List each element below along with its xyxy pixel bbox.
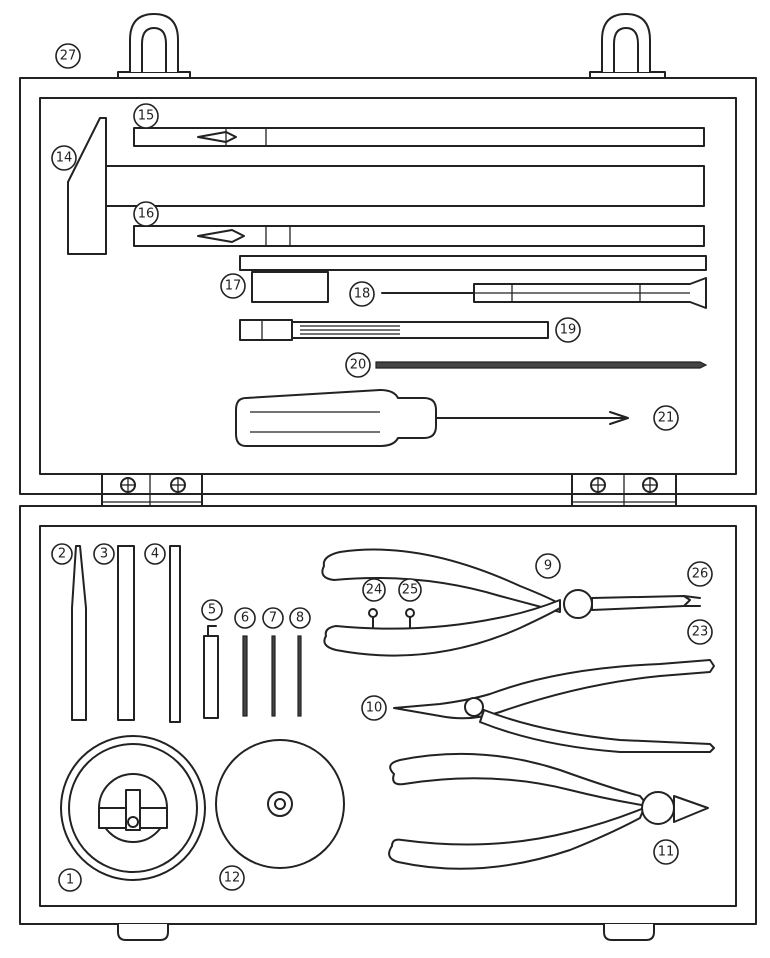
bit-7 (271, 635, 276, 717)
file-16 (133, 225, 705, 247)
screwdriver-18 (381, 277, 707, 309)
tool-4 (169, 545, 181, 723)
callout-14: 14 (51, 145, 77, 171)
case-feet (117, 923, 655, 941)
callout-label: 12 (224, 871, 241, 886)
screw-icon (590, 477, 606, 493)
cutters-11 (388, 752, 709, 870)
callout-label: 2 (58, 547, 66, 562)
callout-label: 7 (269, 611, 277, 626)
callout-3: 3 (93, 543, 115, 565)
callout-label: 10 (366, 701, 383, 716)
callout-11: 11 (653, 839, 679, 865)
tool-2 (71, 545, 87, 721)
callout-15: 15 (133, 103, 159, 129)
callout-19: 19 (555, 317, 581, 343)
case-handle-left (117, 13, 191, 79)
callout-27: 27 (55, 43, 81, 69)
bit-8 (297, 635, 302, 717)
case-handle-right (589, 13, 666, 79)
callout-25: 25 (398, 578, 422, 602)
callout-4: 4 (144, 543, 166, 565)
callout-label: 21 (658, 411, 675, 426)
callout-label: 4 (151, 547, 159, 562)
callout-label: 25 (402, 583, 419, 598)
file-15 (133, 127, 705, 147)
callout-2: 2 (51, 543, 73, 565)
callout-label: 16 (138, 207, 155, 222)
callout-26: 26 (687, 561, 713, 587)
callout-label: 6 (241, 611, 249, 626)
callout-label: 5 (208, 603, 216, 618)
callout-label: 11 (658, 845, 675, 860)
screwdriver-21 (235, 389, 629, 447)
callout-label: 27 (60, 49, 77, 64)
callout-17: 17 (220, 273, 246, 299)
callout-label: 3 (100, 547, 108, 562)
callout-10: 10 (361, 695, 387, 721)
callout-label: 18 (354, 287, 371, 302)
pliers-9 (321, 548, 701, 657)
screw-icon (170, 477, 186, 493)
callout-20: 20 (345, 352, 371, 378)
callout-label: 19 (560, 323, 577, 338)
callout-23: 23 (687, 619, 713, 645)
screw-icon (642, 477, 658, 493)
callout-8: 8 (289, 607, 311, 629)
callout-label: 1 (66, 873, 74, 888)
callout-label: 8 (296, 611, 304, 626)
stone-17 (239, 255, 707, 303)
needle-file-20 (375, 361, 708, 369)
callout-5: 5 (201, 599, 223, 621)
callout-16: 16 (133, 201, 159, 227)
callout-label: 17 (225, 279, 242, 294)
tool-5 (203, 625, 219, 719)
callout-label: 14 (56, 151, 73, 166)
pin-vise-19 (239, 319, 549, 341)
callout-label: 26 (692, 567, 709, 582)
callout-7: 7 (262, 607, 284, 629)
callout-12: 12 (219, 865, 245, 891)
callout-9: 9 (535, 553, 561, 579)
callout-18: 18 (349, 281, 375, 307)
callout-label: 20 (350, 358, 367, 373)
hammer-14 (67, 117, 705, 255)
pliers-10 (393, 659, 715, 753)
loupe-1 (60, 735, 206, 881)
disc-12 (215, 739, 345, 869)
callout-24: 24 (362, 578, 386, 602)
callout-label: 23 (692, 625, 709, 640)
callout-1: 1 (58, 868, 82, 892)
tool-3 (117, 545, 135, 721)
screw-icon (120, 477, 136, 493)
bit-6 (242, 635, 248, 717)
callout-label: 9 (544, 559, 552, 574)
callout-21: 21 (653, 405, 679, 431)
callout-label: 15 (138, 109, 155, 124)
callout-label: 24 (366, 583, 383, 598)
callout-6: 6 (234, 607, 256, 629)
